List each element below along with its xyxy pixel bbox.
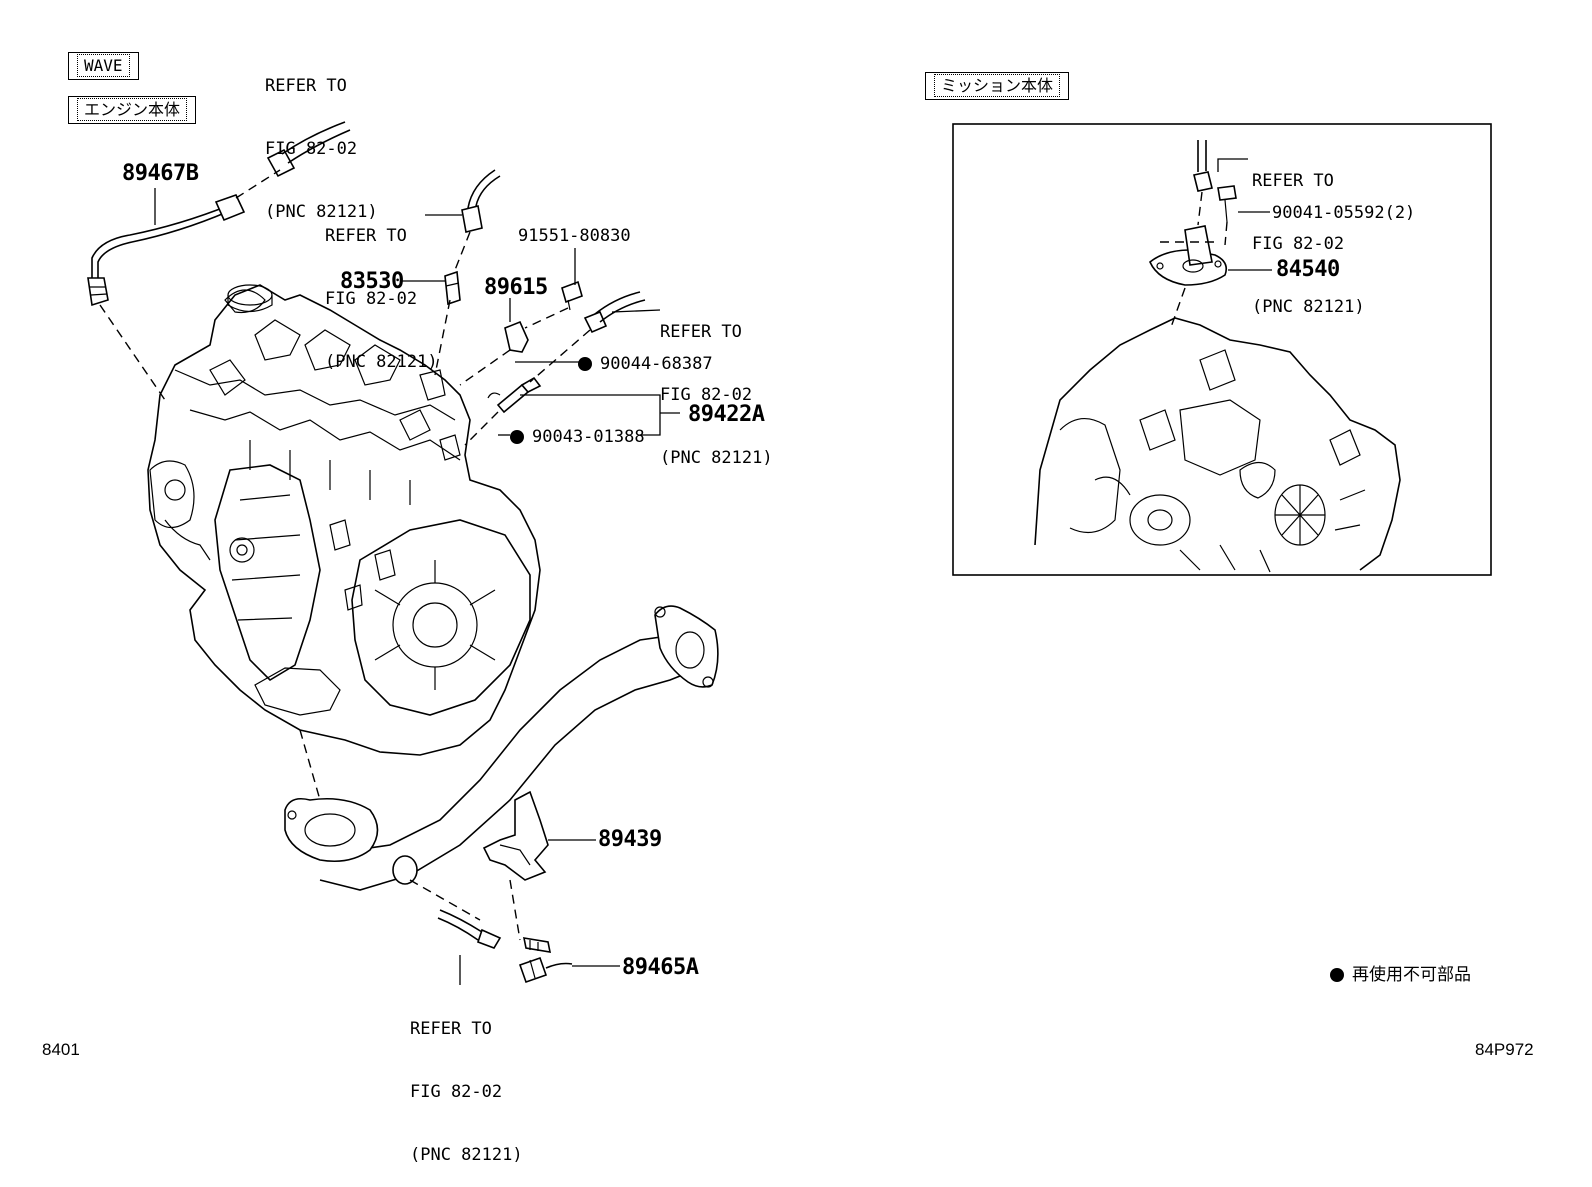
refer-to-top[interactable]: REFER TO FIG 82-02 (PNC 82121): [265, 34, 378, 244]
refer-line-2: FIG 82-02: [410, 1082, 503, 1102]
sensor-89465a-drawing: [437, 909, 573, 984]
part-89422a[interactable]: 89422A: [688, 402, 765, 427]
wave-tag: WAVE: [68, 52, 139, 80]
part-90043-01388-label: 90043-01388: [532, 427, 645, 447]
part-90043-01388[interactable]: 90043-01388: [510, 427, 645, 447]
non-reusable-legend: 再使用不可部品: [1330, 960, 1471, 985]
refer-line-1: REFER TO: [325, 226, 407, 246]
refer-line-2: FIG 82-02: [660, 385, 753, 405]
part-90044-68387-label: 90044-68387: [600, 354, 713, 374]
part-91551-80830[interactable]: 91551-80830: [518, 226, 631, 246]
non-reusable-dot-icon: [578, 357, 592, 371]
refer-line-1: REFER TO: [1252, 171, 1334, 191]
refer-line-1: REFER TO: [265, 76, 347, 96]
refer-line-3: (PNC 82121): [325, 352, 438, 372]
refer-line-2: FIG 82-02: [325, 289, 418, 309]
refer-line-3: (PNC 82121): [1252, 297, 1365, 317]
refer-line-3: (PNC 82121): [265, 202, 378, 222]
part-90044-68387[interactable]: 90044-68387: [578, 354, 713, 374]
part-89439[interactable]: 89439: [598, 827, 662, 852]
refer-line-1: REFER TO: [660, 322, 742, 342]
refer-line-3: (PNC 82121): [660, 448, 773, 468]
refer-line-3: (PNC 82121): [410, 1145, 523, 1165]
refer-line-2: FIG 82-02: [1252, 234, 1345, 254]
refer-to-inset[interactable]: REFER TO FIG 82-02 (PNC 82121): [1252, 129, 1365, 339]
leader-lines-left: [154, 188, 680, 985]
bracket-drawing: [482, 790, 549, 881]
refer-line-2: FIG 82-02: [265, 139, 358, 159]
engine-block-drawing: [147, 284, 541, 756]
part-90041-05592[interactable]: 90041-05592(2): [1272, 203, 1416, 223]
leader-lines-right: [1217, 158, 1272, 271]
refer-to-bottom[interactable]: REFER TO FIG 82-02 (PNC 82121): [410, 977, 523, 1187]
figure-code-right: 84P972: [1475, 1040, 1534, 1059]
non-reusable-dot-icon: [1330, 968, 1344, 982]
sensor-89615-drawing: [504, 280, 583, 353]
refer-line-1: REFER TO: [410, 1019, 492, 1039]
refer-to-right[interactable]: REFER TO FIG 82-02 (PNC 82121): [660, 280, 773, 490]
sensor-84540-drawing: [1149, 140, 1237, 286]
engine-body-tag: エンジン本体: [68, 96, 197, 124]
part-89467b[interactable]: 89467B: [122, 161, 199, 186]
figure-code-left: 8401: [42, 1040, 80, 1059]
transmission-body-tag-label: ミッション本体: [934, 74, 1061, 97]
sensor-89422a-drawing: [487, 291, 646, 414]
non-reusable-dot-icon: [510, 430, 524, 444]
transmission-inset-frame: [952, 123, 1492, 576]
part-84540[interactable]: 84540: [1276, 257, 1340, 282]
part-83530[interactable]: 83530: [340, 269, 404, 294]
wave-tag-label: WAVE: [77, 54, 130, 77]
exhaust-pipe-drawing: [284, 605, 719, 891]
part-89465a[interactable]: 89465A: [622, 955, 699, 980]
assembly-dashed-lines-left: [99, 169, 591, 941]
assembly-dashed-lines-right: [1160, 191, 1228, 331]
refer-to-mid[interactable]: REFER TO FIG 82-02 (PNC 82121): [325, 184, 438, 394]
non-reusable-legend-label: 再使用不可部品: [1352, 965, 1471, 985]
transmission-body-tag: ミッション本体: [925, 72, 1070, 100]
transmission-drawing: [1034, 317, 1401, 573]
sensor-89467b-drawing: [87, 121, 351, 307]
engine-body-tag-label: エンジン本体: [77, 98, 188, 121]
sensor-83530-drawing: [444, 169, 501, 306]
part-89615[interactable]: 89615: [484, 275, 548, 300]
parts-diagram-drawing: [87, 121, 1492, 985]
